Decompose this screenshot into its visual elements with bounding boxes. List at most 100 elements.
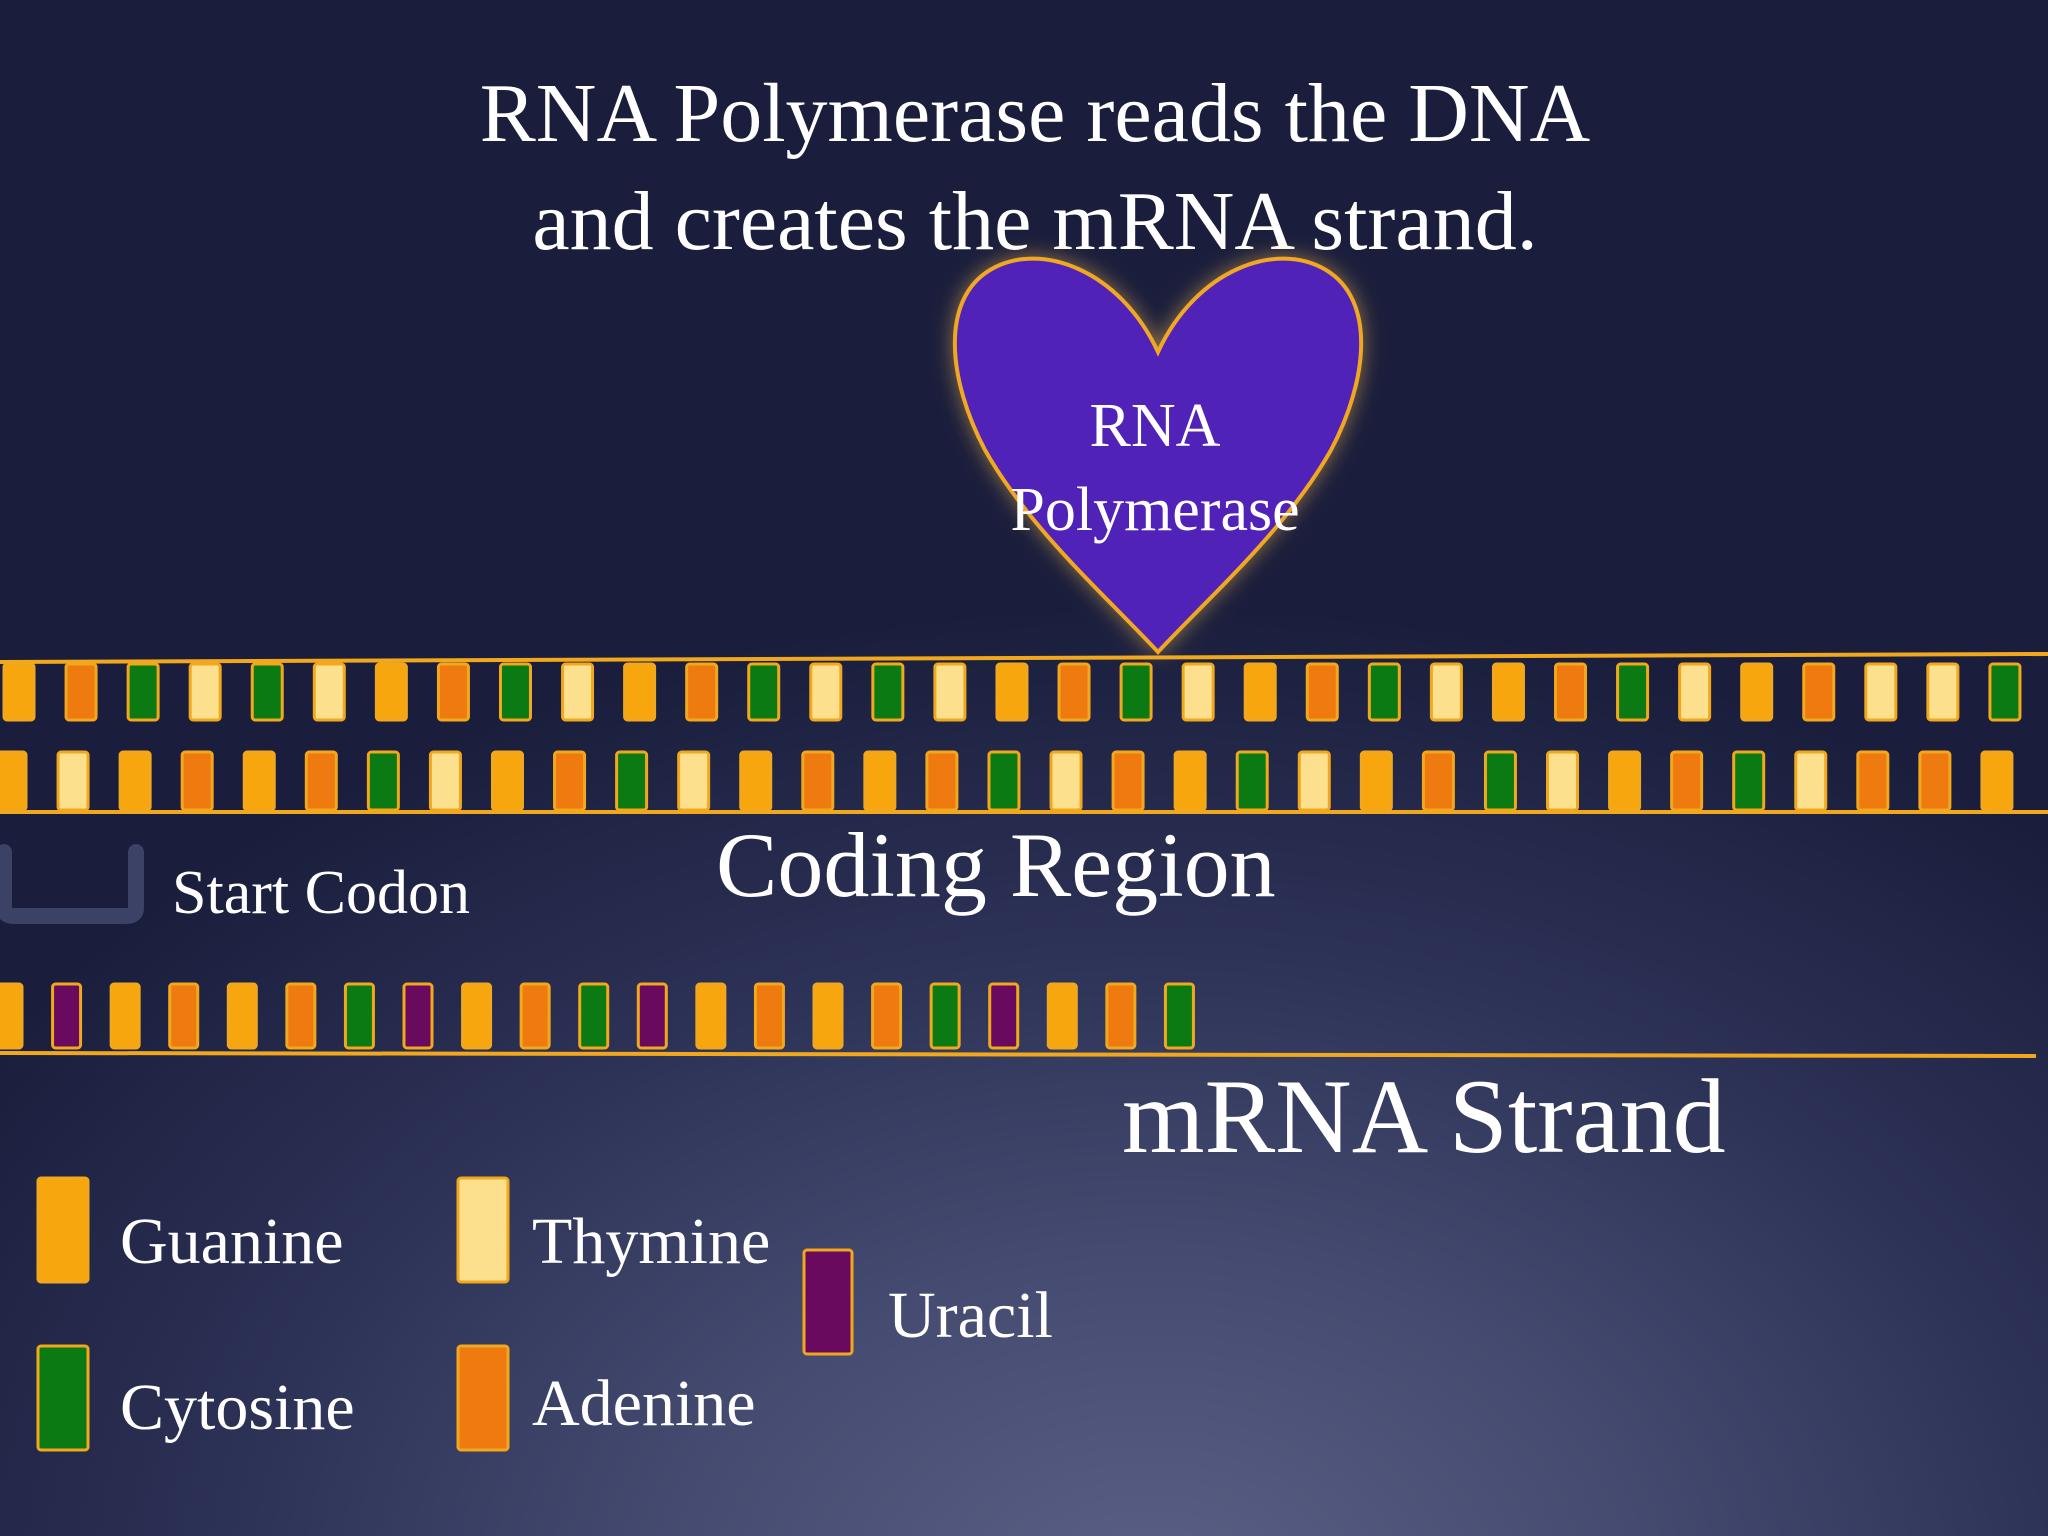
dna-bottom-base bbox=[1235, 750, 1269, 812]
dna-top-base bbox=[1554, 662, 1588, 722]
dna-top-base bbox=[374, 662, 408, 722]
dna-top-base bbox=[623, 662, 657, 722]
legend-label-uracil: Uracil bbox=[888, 1279, 1053, 1352]
mrna-base bbox=[461, 982, 493, 1050]
dna-bottom-base bbox=[739, 750, 773, 812]
mrna-base bbox=[226, 982, 258, 1050]
dna-bottom-base bbox=[366, 750, 400, 812]
mrna-base bbox=[0, 982, 24, 1050]
dna-top-base bbox=[1678, 662, 1712, 722]
legend-label-cytosine: Cytosine bbox=[120, 1371, 355, 1444]
dna-top-base bbox=[809, 662, 843, 722]
dna-top-base bbox=[64, 662, 98, 722]
legend-swatch-cytosine bbox=[36, 1344, 90, 1452]
dna-top-base bbox=[747, 662, 781, 722]
mrna-base bbox=[636, 982, 668, 1050]
dna-top-base bbox=[436, 662, 470, 722]
dna-top-base bbox=[1181, 662, 1215, 722]
mrna-base bbox=[988, 982, 1020, 1050]
dna-bottom-base bbox=[553, 750, 587, 812]
mrna-base bbox=[929, 982, 961, 1050]
mrna-backbone bbox=[0, 1051, 2037, 1058]
mrna-base bbox=[1163, 982, 1195, 1050]
mrna-base bbox=[168, 982, 200, 1050]
mrna-base bbox=[812, 982, 844, 1050]
dna-top-base bbox=[1740, 662, 1774, 722]
dna-bottom-base bbox=[428, 750, 462, 812]
start-codon-label: Start Codon bbox=[172, 859, 470, 927]
dna-bottom-base bbox=[242, 750, 276, 812]
dna-top-base bbox=[685, 662, 719, 722]
dna-bottom-base bbox=[1794, 750, 1828, 812]
mrna-base bbox=[578, 982, 610, 1050]
dna-bottom-base bbox=[801, 750, 835, 812]
legend-swatch-uracil bbox=[802, 1248, 854, 1356]
legend-swatches bbox=[36, 1176, 854, 1452]
dna-bottom-base bbox=[1297, 750, 1331, 812]
dna-bottom-base bbox=[987, 750, 1021, 812]
mrna-base bbox=[1046, 982, 1078, 1050]
dna-bottom-base bbox=[1421, 750, 1455, 812]
legend-label-adenine: Adenine bbox=[532, 1367, 756, 1440]
mrna-base bbox=[871, 982, 903, 1050]
rna-polymerase-label-line-1: RNA bbox=[1089, 392, 1221, 460]
legend-label-thymine: Thymine bbox=[532, 1205, 771, 1278]
dna-top-base bbox=[1119, 662, 1153, 722]
dna-top-base bbox=[561, 662, 595, 722]
dna-bottom-base bbox=[677, 750, 711, 812]
dna-top-base bbox=[1926, 662, 1960, 722]
dna-top-base bbox=[1057, 662, 1091, 722]
rna-polymerase-label: RNA Polymerase bbox=[940, 384, 1370, 552]
mrna-base bbox=[51, 982, 83, 1050]
dna-bottom-base bbox=[1732, 750, 1766, 812]
dna-top-base bbox=[871, 662, 905, 722]
mrna-base bbox=[343, 982, 375, 1050]
dna-top-base bbox=[1491, 662, 1525, 722]
dna-top-base bbox=[1429, 662, 1463, 722]
dna-top-base bbox=[995, 662, 1029, 722]
legend-label-guanine: Guanine bbox=[120, 1205, 344, 1278]
dna-top-base bbox=[1864, 662, 1898, 722]
dna-top-strand bbox=[0, 652, 2048, 722]
rna-polymerase-label-line-2: Polymerase bbox=[1010, 476, 1300, 544]
dna-top-base bbox=[250, 662, 284, 722]
dna-bottom-base bbox=[0, 750, 28, 812]
mrna-strand-label: mRNA Strand bbox=[1122, 1058, 1726, 1175]
dna-top-base bbox=[312, 662, 346, 722]
legend-swatch-adenine bbox=[456, 1344, 510, 1452]
dna-bottom-base bbox=[863, 750, 897, 812]
start-codon-bracket bbox=[0, 844, 144, 924]
dna-bottom-base bbox=[1359, 750, 1393, 812]
dna-top-base bbox=[1243, 662, 1277, 722]
dna-bottom-base bbox=[490, 750, 524, 812]
dna-top-base bbox=[933, 662, 967, 722]
dna-bottom-strand bbox=[0, 750, 2048, 814]
dna-bottom-base bbox=[1049, 750, 1083, 812]
rna-polymerase-heart bbox=[952, 256, 1364, 655]
dna-bottom-base bbox=[1173, 750, 1207, 812]
mrna-base bbox=[695, 982, 727, 1050]
dna-top-backbone bbox=[0, 652, 2048, 664]
dna-bottom-base bbox=[1918, 750, 1952, 812]
dna-top-base bbox=[1305, 662, 1339, 722]
legend-swatch-thymine bbox=[456, 1176, 510, 1284]
dna-top-base bbox=[126, 662, 160, 722]
dna-bottom-base bbox=[615, 750, 649, 812]
dna-top-base bbox=[1802, 662, 1836, 722]
dna-bottom-base bbox=[118, 750, 152, 812]
dna-bottom-base bbox=[304, 750, 338, 812]
dna-top-base bbox=[1988, 662, 2022, 722]
mrna-base bbox=[1105, 982, 1137, 1050]
dna-bottom-base bbox=[1111, 750, 1145, 812]
dna-bottom-base bbox=[1546, 750, 1580, 812]
dna-bottom-base bbox=[1856, 750, 1890, 812]
dna-bottom-base bbox=[1608, 750, 1642, 812]
dna-bottom-base bbox=[180, 750, 214, 812]
mrna-base bbox=[109, 982, 141, 1050]
title-line-2: and creates the mRNA strand. bbox=[532, 175, 1538, 268]
dna-top-base bbox=[1367, 662, 1401, 722]
mrna-base bbox=[285, 982, 317, 1050]
dna-bottom-base bbox=[925, 750, 959, 812]
dna-top-base bbox=[498, 662, 532, 722]
